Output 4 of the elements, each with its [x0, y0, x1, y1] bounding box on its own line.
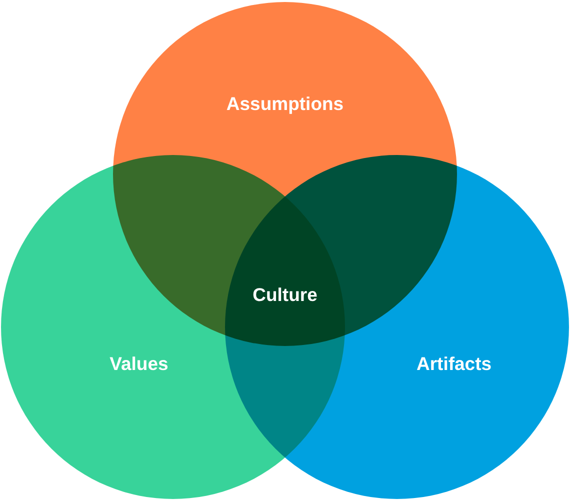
overlap-label: Culture — [252, 284, 318, 306]
circle-label: Artifacts — [416, 353, 492, 375]
circle-label: Assumptions — [226, 93, 344, 115]
circle-label: Values — [110, 353, 168, 375]
